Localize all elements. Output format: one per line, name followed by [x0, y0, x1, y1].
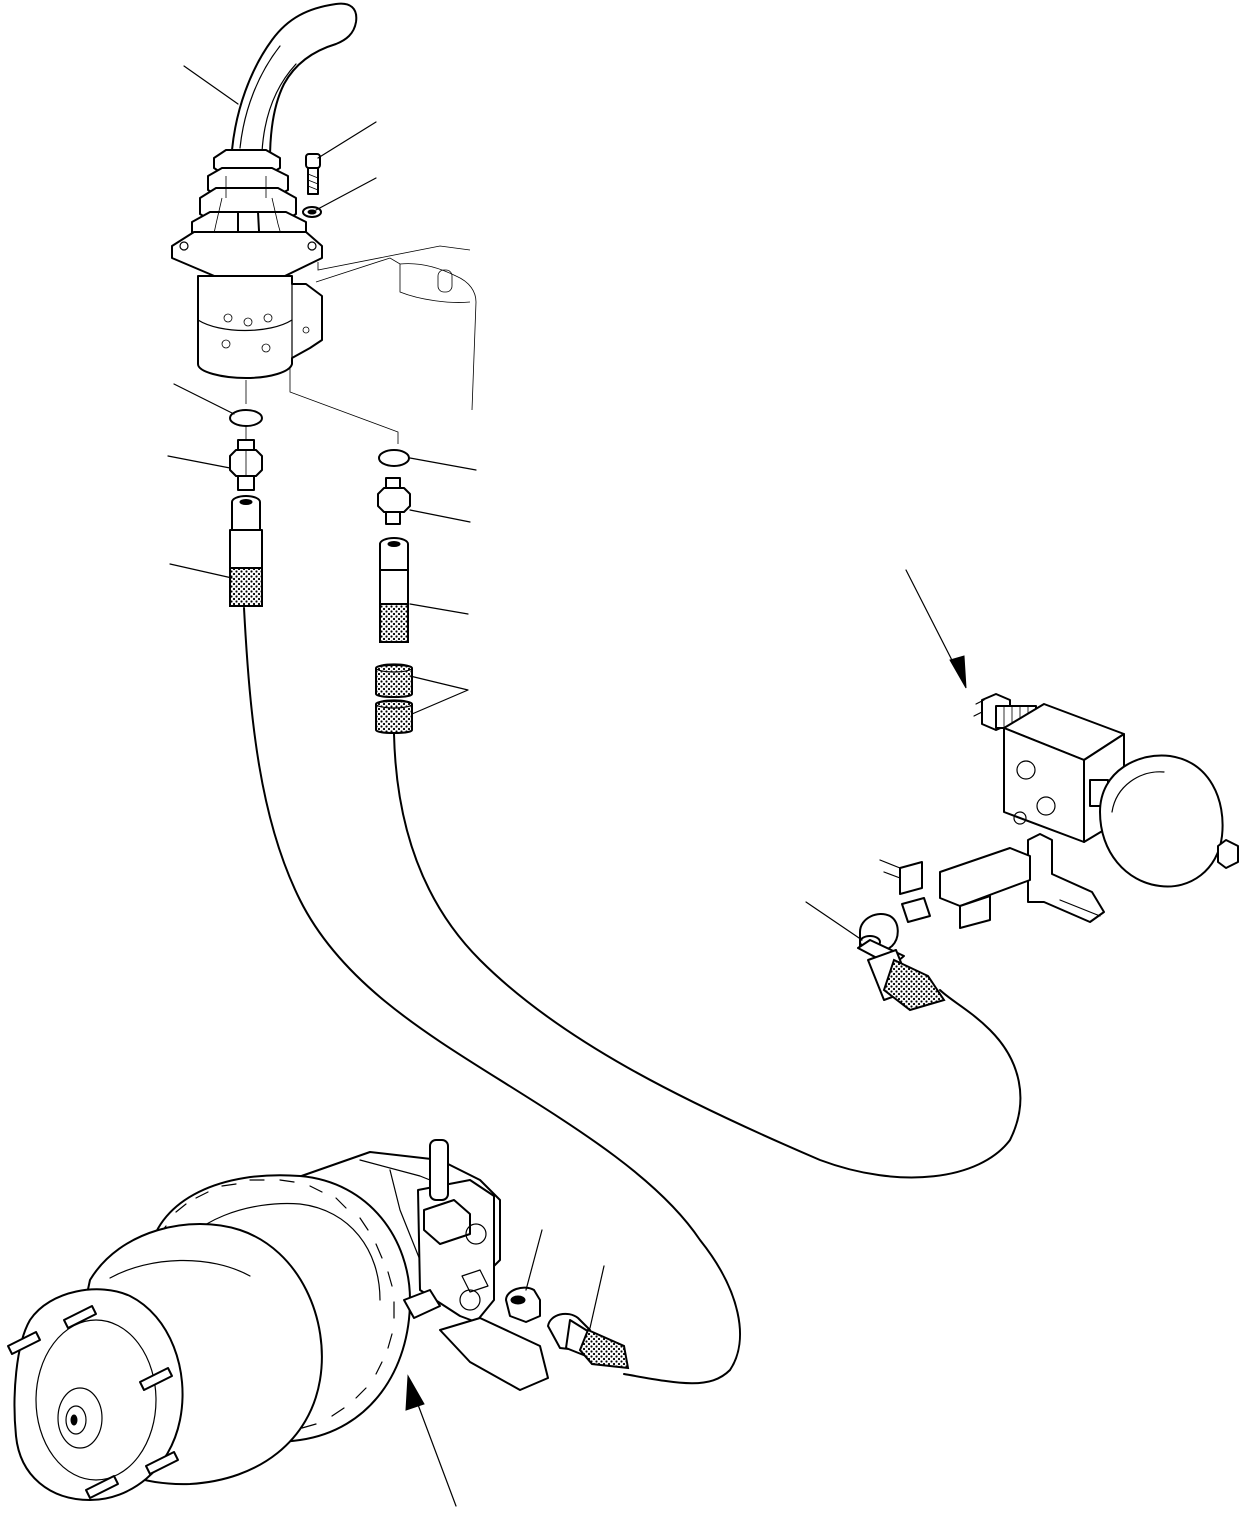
nipple-motor-icon [505, 1286, 541, 1323]
hose-right-fitting-icon [379, 537, 409, 643]
hose-line-right [393, 733, 1022, 1179]
joystick-lever-icon [231, 2, 358, 161]
wheel-stud-icon [7, 1305, 179, 1499]
adapter-left-icon [229, 439, 263, 491]
hose-line-left [243, 607, 741, 1385]
o-ring-right-icon [378, 449, 410, 467]
sleeve-pair-icon [375, 663, 413, 734]
console-reference-outline [245, 245, 477, 444]
o-ring-left-icon [229, 409, 263, 442]
accumulator-valve-block-icon [879, 693, 1239, 929]
elbow-fitting-icon [857, 913, 946, 1012]
arrow-icon [405, 1374, 457, 1507]
arrow-icon [905, 569, 967, 689]
leader-lines [167, 65, 863, 1329]
bolt-icon [305, 153, 321, 195]
hose-left-fitting-icon [229, 495, 263, 607]
hose-end-motor-icon [547, 1312, 630, 1370]
adapter-right-icon [377, 477, 411, 525]
control-valve-body-icon [197, 275, 323, 379]
travel-motor-reducer-icon [7, 1139, 549, 1501]
